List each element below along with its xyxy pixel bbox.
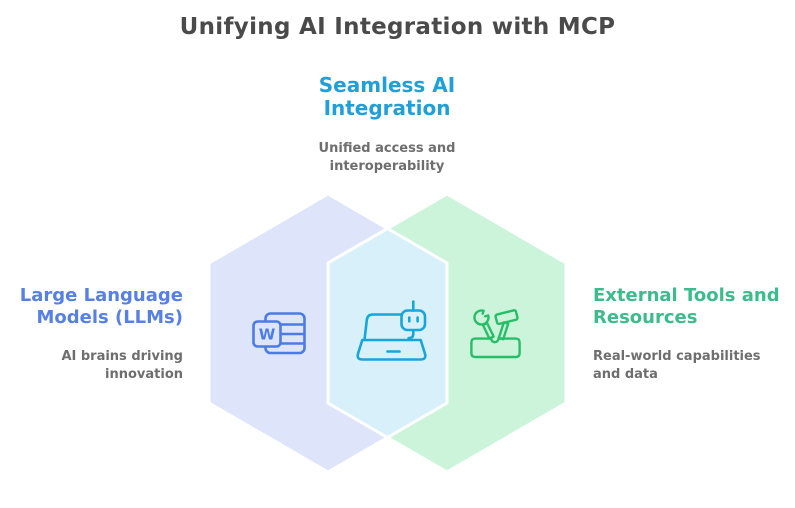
overlap-hexagon [326,227,449,439]
word-letter: W [259,326,276,344]
diagram-title: Unifying AI Integration with MCP [179,14,616,40]
toolbox-box [470,337,521,359]
word-document-icon: W [252,312,306,355]
laptop-base [356,338,427,361]
word-badge [252,320,282,348]
right-heading: External Tools and Resources [593,285,780,328]
laptop-screen [363,313,403,342]
toolbox-icon [470,309,521,359]
robot-eyes [408,316,419,323]
center-heading: Seamless AI Integration [318,73,456,120]
left-subtitle: AI brains driving innovation [61,349,183,382]
hammer-head [494,309,519,326]
wrench-head [473,309,490,326]
robot-neck [407,329,415,340]
hammer-handle [497,321,510,341]
left-heading: Large Language Models (LLMs) [19,285,183,328]
right-subtitle: Real-world capabilities and data [593,349,761,382]
wrench-handle [481,321,495,340]
center-subtitle: Unified access and interoperability [318,141,456,174]
laptop-robot-icon [356,300,427,361]
